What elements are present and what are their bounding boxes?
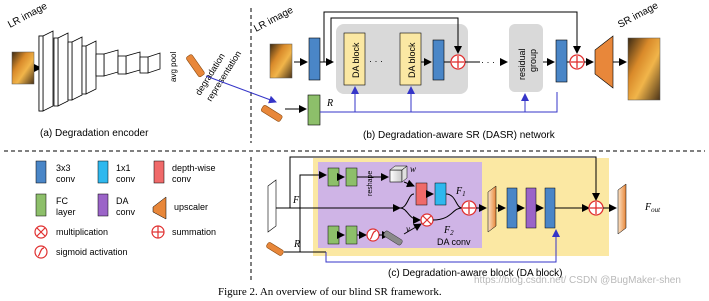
legend-conv3x3-label-2: conv (56, 174, 76, 184)
legend-conv1x1-label-1: 1x1 (116, 163, 131, 173)
da-block-2 (399, 32, 422, 86)
encoder-layer-4 (85, 40, 97, 95)
legend-depthwise-swatch (153, 160, 165, 184)
encoder-layers (38, 30, 161, 112)
upscaler-block (594, 35, 614, 89)
fc-upper-1 (327, 167, 340, 187)
fc-layer-r (307, 94, 321, 126)
encoder-layer-2 (57, 32, 69, 107)
figure-caption: Figure 2. An overview of our blind SR fr… (218, 286, 442, 298)
r-label-b: R (326, 98, 333, 109)
encoder-layer-7 (147, 52, 161, 74)
depthwise-conv (415, 182, 428, 206)
da-block-conv-2 (544, 187, 556, 229)
legend-upscaler-swatch (152, 196, 167, 220)
representation-bar-c (266, 242, 284, 256)
legend-depthwise-label-2: conv (172, 174, 192, 184)
intermediate-feature (487, 185, 497, 233)
legend-fc-label-1: FC (56, 196, 68, 206)
v-label: v (406, 224, 410, 234)
legend-fc-label-2: layer (56, 207, 76, 217)
dots-1: · · · (369, 56, 383, 66)
residual-group-conv (432, 39, 445, 81)
legend-depthwise-label-1: depth-wise (172, 163, 216, 173)
da-block-daconv-2 (525, 187, 537, 229)
encoder-layer-5 (103, 49, 119, 77)
da-block-2-label: DA block (407, 42, 417, 78)
legend-conv3x3-label-1: 3x3 (56, 163, 71, 173)
output-feature-fout (617, 183, 627, 235)
encoder-layer-6 (125, 51, 141, 75)
sigmoid-icon (34, 245, 48, 259)
legend-daconv-label-2: conv (116, 207, 136, 217)
sigmoid-op (366, 228, 380, 242)
f-label: F (292, 195, 300, 206)
dots-2: · · · (481, 57, 495, 67)
legend-conv3x3-swatch (35, 160, 47, 184)
da-block-conv-1 (506, 187, 518, 229)
vector-v (383, 230, 403, 246)
conv-1x1 (434, 182, 447, 206)
reshape-label: reshape (367, 171, 374, 196)
encoder-layer-1 (42, 30, 54, 112)
degradation-representation-bar (186, 54, 205, 78)
da-block-1 (343, 32, 366, 86)
fc-lower-1 (327, 225, 340, 245)
da-block-1-label: DA block (351, 42, 361, 78)
sr-image-thumbnail (627, 37, 661, 101)
panel-c-da-block: F R reshape w F1 (266, 156, 661, 279)
fc-lower-2 (345, 225, 358, 245)
f2-label: F2 (443, 225, 454, 237)
lr-image-thumbnail-b (269, 43, 293, 79)
dasr-head-conv (308, 37, 321, 81)
lr-image-label-b: LR image (252, 5, 295, 35)
lr-image-label-a: LR image (6, 1, 49, 31)
legend-daconv-swatch (97, 193, 109, 217)
residual-group-box (509, 24, 543, 92)
sr-image-label: SR image (616, 0, 660, 31)
fc-upper-2 (345, 167, 358, 187)
da-conv-label: DA conv (437, 237, 471, 247)
f1-label: F1 (455, 186, 466, 198)
legend: 3x3 conv 1x1 conv depth-wise conv FC lay… (34, 160, 216, 259)
panel-a-caption: (a) Degradation encoder (40, 128, 149, 139)
dasr-tail-conv (555, 39, 568, 83)
legend-summation-label: summation (172, 227, 216, 237)
encoder-layer-3 (71, 36, 83, 101)
legend-multiplication-label: multiplication (56, 227, 108, 237)
legend-conv1x1-swatch (97, 160, 109, 184)
panel-b-dasr-network: LR image DA block · · · DA block · · · r… (205, 0, 661, 141)
legend-sigmoid-label: sigmoid activation (56, 247, 128, 257)
legend-conv1x1-label-2: conv (116, 174, 136, 184)
representation-bar-b (261, 105, 283, 122)
legend-fc-swatch (35, 193, 47, 217)
fout-label: Fout (644, 202, 661, 214)
residual-group-label-1: residual (517, 48, 527, 80)
residual-group-label-2: group (528, 49, 538, 72)
legend-upscaler-label: upscaler (174, 202, 208, 212)
panel-b-caption: (b) Degradation-aware SR (DASR) network (363, 130, 556, 141)
panel-c-caption: (c) Degradation-aware block (DA block) (388, 268, 563, 279)
legend-daconv-label-1: DA (116, 196, 129, 206)
kernel-w-cube (389, 169, 403, 183)
avg-pool-label: avg pool (169, 52, 178, 82)
w-label: w (410, 164, 416, 174)
input-feature-f (267, 179, 277, 233)
watermark: https://blog.csdn.net/ CSDN @BugMaker-sh… (474, 275, 681, 286)
r-label-c: R (293, 239, 300, 250)
lr-image-thumbnail-a (11, 51, 35, 85)
panel-a-degradation-encoder: LR image avg pool degradation representa… (6, 1, 243, 139)
